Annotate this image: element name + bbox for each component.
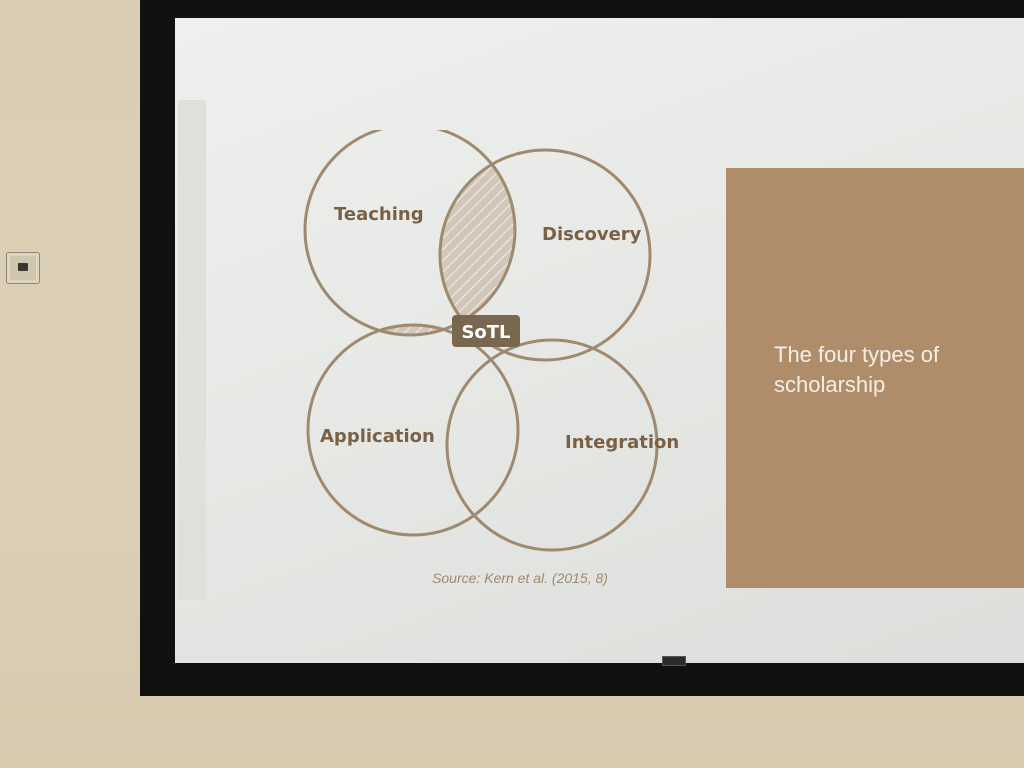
slide-title: The four types of scholarship — [774, 342, 940, 397]
circle-integration — [445, 338, 659, 552]
label-discovery: Discovery — [542, 224, 642, 245]
label-teaching: Teaching — [334, 204, 424, 225]
circle-discovery — [438, 148, 652, 362]
circle-application — [306, 323, 520, 537]
label-sotl: SoTL — [461, 322, 510, 343]
title-panel: The four types of scholarship — [726, 168, 1024, 588]
slide-edge-panel — [178, 100, 206, 600]
label-application: Application — [320, 426, 435, 447]
circle-teaching — [303, 130, 517, 337]
label-integration: Integration — [565, 432, 679, 453]
sotl-badge — [452, 315, 520, 347]
wall-socket — [6, 252, 40, 284]
source-caption: Source: Kern et al. (2015, 8) — [432, 570, 608, 586]
screen-sensor — [662, 656, 686, 666]
venn-diagram: Teaching Discovery Application Integrati… — [303, 130, 679, 552]
